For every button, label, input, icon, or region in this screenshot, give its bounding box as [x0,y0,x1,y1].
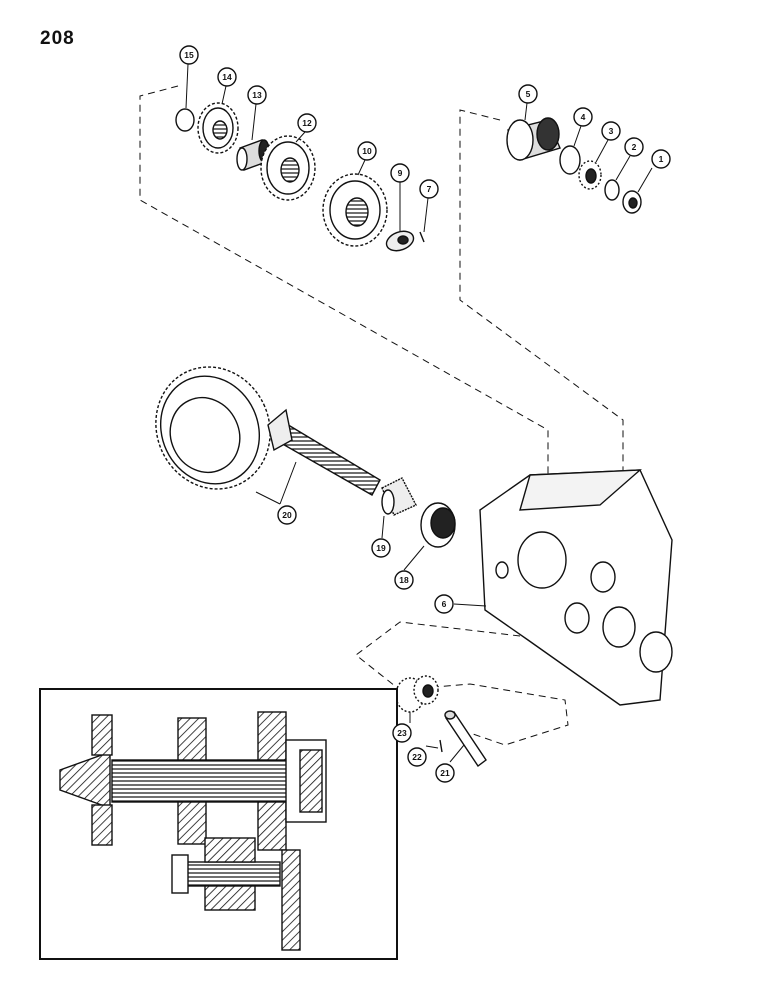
svg-text:3: 3 [609,126,614,136]
svg-text:20: 20 [282,510,292,520]
part-23-idler-gear [395,675,439,713]
svg-text:7: 7 [427,184,432,194]
part-10-gear [322,173,388,247]
callout-13: 13 [247,85,267,105]
callout-23: 23 [392,723,412,743]
callout-12: 12 [297,113,317,133]
callout-22: 22 [407,747,427,767]
callout-19: 19 [371,538,391,558]
callout-5: 5 [518,84,538,104]
part-12-gear [260,135,316,201]
callout-14: 14 [217,67,237,87]
page-number: 208 [40,28,75,49]
svg-text:6: 6 [442,599,447,609]
svg-text:2: 2 [632,142,637,152]
svg-text:4: 4 [581,112,586,122]
callout-7: 7 [419,179,439,199]
callout-2: 2 [624,137,644,157]
part-9-bearing [385,230,415,252]
assembly-path-left [139,85,549,600]
part-21-shaft [444,710,487,768]
part-2-washer [604,179,620,201]
part-7-pin [419,231,425,243]
callout-21: 21 [435,763,455,783]
part-20-pinion-shaft [267,408,381,496]
part-6-transmission-case [479,469,673,706]
svg-text:1: 1 [659,154,664,164]
part-3-bearing [578,160,602,190]
part-20-ring-gear [155,366,271,490]
callout-18: 18 [394,570,414,590]
leader-lines [185,63,653,763]
part-1-nut [622,190,642,214]
callout-9: 9 [390,163,410,183]
callout-4: 4 [573,107,593,127]
callout-6: 6 [434,594,454,614]
sectional-view-inset [39,688,398,960]
svg-text:18: 18 [399,575,409,585]
svg-text:10: 10 [362,146,372,156]
part-18-bearing-cup [420,502,456,548]
callout-1: 1 [651,149,671,169]
svg-text:12: 12 [302,118,312,128]
svg-text:22: 22 [412,752,422,762]
svg-text:23: 23 [397,728,407,738]
callout-10: 10 [357,141,377,161]
svg-text:19: 19 [376,543,386,553]
svg-text:5: 5 [526,89,531,99]
part-14-gear [197,102,239,154]
part-4-ring [559,145,581,175]
part-5-sleeve [506,117,561,161]
svg-text:14: 14 [222,72,232,82]
callout-15: 15 [179,45,199,65]
assembly-path-lower [355,621,569,746]
part-19-bearing-cone [381,477,417,516]
svg-text:9: 9 [398,168,403,178]
callout-20: 20 [277,505,297,525]
part-15-snap-ring [175,108,195,132]
svg-text:21: 21 [440,768,450,778]
svg-text:15: 15 [184,50,194,60]
part-22-pin [439,739,443,753]
callout-3: 3 [601,121,621,141]
svg-text:13: 13 [252,90,262,100]
